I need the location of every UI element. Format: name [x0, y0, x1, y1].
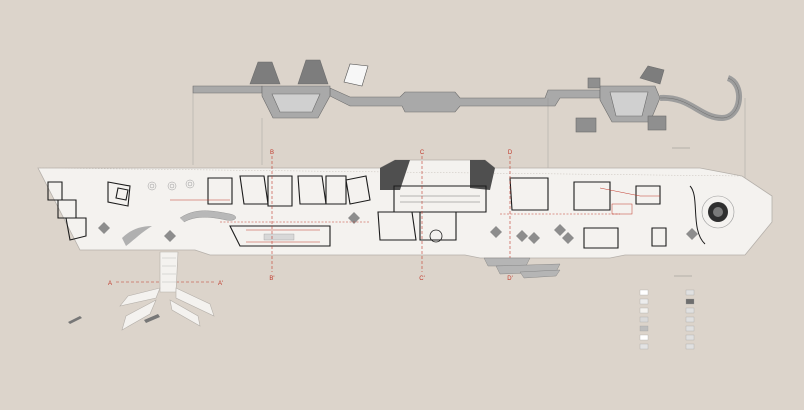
legend-swatch	[639, 343, 649, 350]
upper-right-roof	[639, 65, 665, 85]
projection-lines	[192, 93, 746, 180]
upper-walkway	[192, 85, 263, 94]
upper-right-stair-3	[647, 115, 667, 131]
pier-left-arm	[119, 287, 161, 307]
legend-swatch-right	[685, 316, 695, 323]
upper-right-stair-2	[587, 77, 601, 89]
upper-white-tower	[343, 63, 369, 87]
legend-swatch-right	[685, 307, 695, 314]
central-dark-block	[380, 160, 410, 190]
section-marker-b: B	[270, 150, 274, 156]
centre-round-element	[429, 229, 443, 243]
legend-swatch	[639, 298, 649, 305]
central-hall	[229, 225, 331, 247]
section-marker-c: C	[420, 150, 425, 156]
upper-curved-ramp-edge	[659, 77, 740, 119]
legend-swatch-right	[685, 298, 695, 305]
legend-swatch-right	[685, 325, 695, 332]
legend-swatch-right	[685, 343, 695, 350]
left-wing-wave	[179, 210, 236, 223]
right-round-plaza	[701, 195, 735, 229]
upper-walkway-main	[329, 87, 601, 113]
pier	[119, 251, 215, 331]
legend-swatch	[639, 289, 649, 296]
legend-swatch	[639, 334, 649, 341]
central-hall-stair	[263, 233, 295, 241]
pier-hatching	[162, 257, 176, 283]
right-wing-rooms	[509, 177, 667, 249]
section-marker-b-prime: B'	[269, 276, 274, 282]
left-planters	[147, 179, 195, 191]
trees	[98, 212, 698, 244]
left-wing-rooms	[47, 175, 371, 241]
pier-lower-arm	[121, 299, 157, 331]
legend-swatch	[639, 316, 649, 323]
upper-left-pavilion-inner	[271, 93, 321, 113]
boat-icon	[68, 316, 82, 324]
section-marker-a: A	[108, 281, 112, 287]
upper-curved-ramp	[659, 75, 743, 122]
upper-left-roof-1	[249, 61, 281, 85]
centre-rooms	[377, 185, 487, 241]
section-marker-d-prime: D'	[507, 276, 512, 282]
central-dark-block-2	[470, 160, 495, 190]
section-marker-a-prime: A'	[218, 281, 223, 287]
legend-swatch	[639, 307, 649, 314]
upper-level-plan	[192, 59, 667, 133]
upper-right-stair	[575, 117, 597, 133]
pier-lower-arm-2	[169, 299, 201, 327]
legend-swatch-right	[685, 289, 695, 296]
lower-dock	[483, 257, 561, 279]
section-marker-c-prime: C'	[419, 276, 424, 282]
legend	[639, 289, 695, 350]
left-wing-arc	[122, 226, 152, 246]
red-annotations	[170, 187, 660, 223]
boat-icon-2	[144, 314, 160, 323]
pier-right-arm	[175, 287, 215, 317]
section-marker-d: D	[508, 150, 513, 156]
right-wing-curved-seating	[689, 185, 706, 245]
upper-right-node-inner	[609, 91, 649, 117]
upper-left-roof-2	[297, 59, 329, 85]
legend-swatch-right	[685, 334, 695, 341]
legend-swatch	[639, 325, 649, 332]
